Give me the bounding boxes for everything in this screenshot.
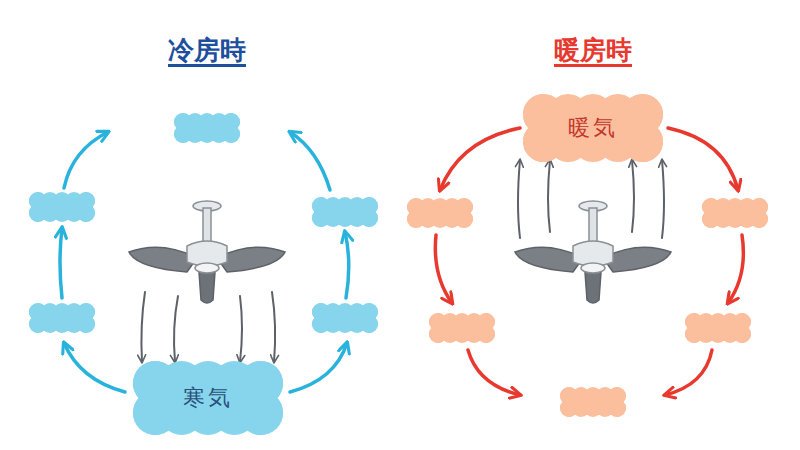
air-clouds — [29, 113, 768, 417]
cloud-label: 寒気 — [183, 383, 233, 413]
ceiling-fan — [129, 201, 285, 303]
panel-title: 暖房時 — [554, 33, 632, 68]
fan-airflow-arrows — [141, 160, 664, 362]
ceiling-fan — [515, 201, 671, 303]
heat-circulation-arrows — [435, 128, 743, 395]
air-cloud: 寒気 — [133, 361, 283, 435]
cloud-label: 暖気 — [568, 113, 618, 143]
panel-title: 冷房時 — [168, 33, 246, 68]
cool-circulation-arrows — [60, 132, 349, 392]
air-cloud: 暖気 — [523, 94, 663, 162]
